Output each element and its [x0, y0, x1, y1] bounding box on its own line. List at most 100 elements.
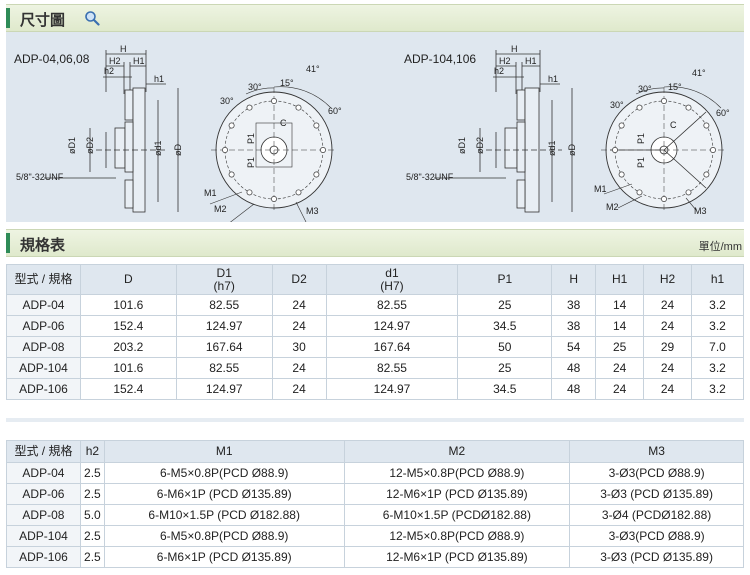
svg-text:30°: 30° — [638, 84, 652, 94]
table-cell: 24 — [595, 378, 645, 400]
svg-text:5/8"-32UNF: 5/8"-32UNF — [16, 172, 64, 182]
side-view-left-labels: H H2 H1 h2 h1 øD1 øD2 ød1 øD 5/8"-32UNF — [16, 44, 183, 182]
svg-text:h2: h2 — [494, 66, 504, 76]
side-view-right-labels: H H2 H1 h2 h1 øD1 øD2 ød1 øD 5/8"-32UNF — [406, 44, 577, 182]
column-header: D1(h7) — [175, 264, 273, 295]
table-cell: 24 — [595, 357, 645, 379]
table-cell: 25 — [457, 357, 553, 379]
model-cell: ADP-104 — [6, 525, 81, 547]
table-cell: 24 — [643, 378, 692, 400]
section-divider — [6, 418, 744, 422]
model-cell: ADP-06 — [6, 315, 81, 337]
table-cell: 25 — [457, 294, 553, 316]
model-cell: ADP-08 — [6, 504, 81, 526]
magnifier-icon[interactable] — [84, 10, 100, 26]
table-cell: 3-Ø3(PCD Ø88.9) — [569, 462, 744, 484]
front-view-left — [209, 86, 337, 222]
svg-text:øD2: øD2 — [475, 137, 485, 154]
front-view-right-labels: 41° 15° 30° 30° 60° C P1 P1 M1 M2 M3 — [594, 68, 730, 216]
table-cell: 24 — [643, 357, 692, 379]
svg-text:H1: H1 — [133, 56, 145, 66]
table-cell: 82.55 — [175, 357, 273, 379]
spec-table-dimensions: 型式 / 規格 D D1(h7) D2 d1(H7) P1 H H1 H2 h1… — [6, 264, 744, 400]
table-row: ADP-04 2.5 6-M5×0.8P(PCD Ø88.9) 12-M5×0.… — [6, 462, 744, 484]
model-cell: ADP-04 — [6, 294, 81, 316]
table-row: ADP-106 152.4 124.97 24 124.97 34.5 48 2… — [6, 378, 744, 400]
table-cell: 3-Ø3(PCD Ø88.9) — [569, 525, 744, 547]
table-cell: 3.2 — [691, 378, 744, 400]
table-cell: 24 — [643, 294, 692, 316]
table-cell: 6-M5×0.8P(PCD Ø88.9) — [103, 525, 345, 547]
section-accent-bar — [6, 233, 10, 253]
table-row: ADP-08 5.0 6-M10×1.5P (PCD Ø182.88) 6-M1… — [6, 504, 744, 526]
column-header: D — [79, 264, 177, 295]
svg-text:M1: M1 — [204, 188, 217, 198]
table-cell: 82.55 — [325, 357, 459, 379]
model-cell: ADP-106 — [6, 546, 81, 568]
svg-text:60°: 60° — [328, 106, 342, 116]
svg-text:øD: øD — [173, 144, 183, 156]
unit-label: 單位/mm — [698, 241, 742, 253]
table-cell: 3-Ø4 (PCDØ182.88) — [569, 504, 744, 526]
svg-text:60°: 60° — [716, 108, 730, 118]
table-row: ADP-08 203.2 167.64 30 167.64 50 54 25 2… — [6, 336, 744, 358]
svg-text:30°: 30° — [248, 82, 262, 92]
table-cell: 12-M6×1P (PCD Ø135.89) — [343, 483, 571, 505]
table-cell: 34.5 — [457, 378, 553, 400]
column-header: M1 — [103, 440, 345, 463]
table-cell: 124.97 — [325, 315, 459, 337]
svg-text:H: H — [511, 44, 518, 54]
table-cell: 12-M6×1P (PCD Ø135.89) — [343, 546, 571, 568]
svg-text:15°: 15° — [280, 78, 294, 88]
table-cell: 124.97 — [175, 315, 273, 337]
svg-text:øD1: øD1 — [67, 137, 77, 154]
column-header: M2 — [343, 440, 571, 463]
column-header: H — [551, 264, 597, 295]
svg-text:C: C — [280, 118, 287, 128]
table-cell: 6-M5×0.8P(PCD Ø88.9) — [103, 462, 345, 484]
svg-text:øD: øD — [567, 144, 577, 156]
table-cell: 30 — [271, 336, 327, 358]
table-cell: 82.55 — [325, 294, 459, 316]
svg-text:M3: M3 — [306, 206, 319, 216]
table-cell: 29 — [643, 336, 692, 358]
model-cell: ADP-04 — [6, 462, 81, 484]
table-cell: 2.5 — [79, 483, 105, 505]
section-header-dimensions: 尺寸圖 — [6, 4, 744, 32]
bolt-holes-right — [612, 98, 716, 202]
svg-text:30°: 30° — [220, 96, 234, 106]
column-header: d1(H7) — [325, 264, 459, 295]
column-header: h1 — [691, 264, 744, 295]
table-cell: 38 — [551, 294, 597, 316]
front-view-left-labels: 41° 15° 30° 30° 60° C P1 P1 M1 M2 M3 — [204, 64, 342, 216]
table-cell: 54 — [551, 336, 597, 358]
table-cell: 101.6 — [79, 357, 177, 379]
dimension-drawing-area: ADP-04,06,08 ADP-104,106 H H2 H1 — [6, 32, 744, 222]
column-header: 型式 / 規格 — [6, 264, 81, 295]
model-cell: ADP-06 — [6, 483, 81, 505]
table-cell: 50 — [457, 336, 553, 358]
drawing-model-label-left: ADP-04,06,08 — [14, 52, 90, 66]
table-cell: 3-Ø3 (PCD Ø135.89) — [569, 483, 744, 505]
table-cell: 152.4 — [79, 378, 177, 400]
table-header-row: 型式 / 規格 D D1(h7) D2 d1(H7) P1 H H1 H2 h1 — [6, 264, 744, 295]
table-cell: 101.6 — [79, 294, 177, 316]
table-header-row: 型式 / 規格 h2 M1 M2 M3 — [6, 440, 744, 463]
table-cell: 6-M6×1P (PCD Ø135.89) — [103, 483, 345, 505]
table-cell: 14 — [595, 294, 645, 316]
table-cell: 3-Ø3 (PCD Ø135.89) — [569, 546, 744, 568]
table-row: ADP-104 2.5 6-M5×0.8P(PCD Ø88.9) 12-M5×0… — [6, 525, 744, 547]
table-row: ADP-106 2.5 6-M6×1P (PCD Ø135.89) 12-M6×… — [6, 546, 744, 568]
table-cell: 34.5 — [457, 315, 553, 337]
table-cell: 24 — [271, 378, 327, 400]
table-cell: 2.5 — [79, 525, 105, 547]
side-view-right — [434, 50, 573, 213]
column-header: H2 — [643, 264, 692, 295]
table-cell: 6-M6×1P (PCD Ø135.89) — [103, 546, 345, 568]
table-cell: 124.97 — [175, 378, 273, 400]
table-cell: 3.2 — [691, 357, 744, 379]
table-cell: 3.2 — [691, 294, 744, 316]
svg-text:H: H — [120, 44, 127, 54]
table-row: ADP-06 152.4 124.97 24 124.97 34.5 38 14… — [6, 315, 744, 337]
column-header: M3 — [569, 440, 744, 463]
